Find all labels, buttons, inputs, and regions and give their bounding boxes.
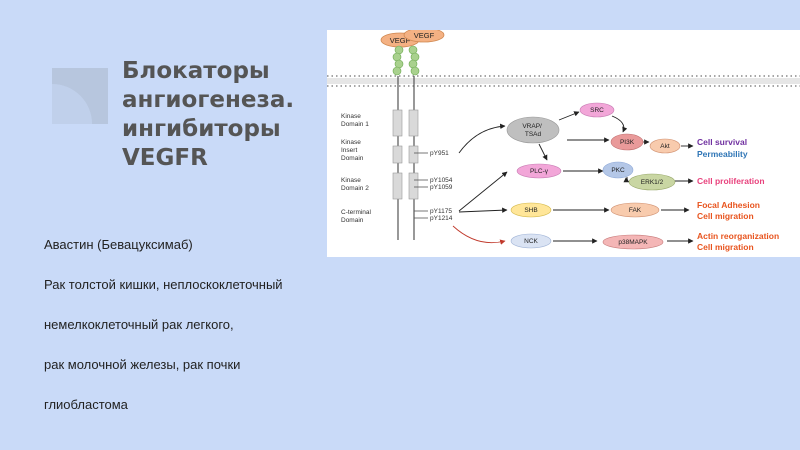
domain-label-part: C-terminal	[341, 209, 372, 216]
node-label: PI3K	[620, 139, 635, 146]
body-line: рак молочной железы, рак почки	[44, 357, 241, 372]
domain-label: C-terminal Domain	[341, 209, 373, 224]
outcome-actin: Actin reorganization	[697, 231, 779, 241]
node-shb: SHB	[510, 202, 552, 218]
vegfr-signaling-diagram: VEGF VEGF Kinase Domain 1 Kinase Insert	[327, 30, 800, 257]
phospho-site: pY951	[430, 150, 449, 157]
node-label: Akt	[660, 143, 670, 150]
title-line: Блокаторы	[122, 58, 270, 84]
node-label: PKC	[611, 167, 625, 174]
node-akt: Akt	[649, 138, 681, 154]
diagram-svg: VEGF VEGF Kinase Domain 1 Kinase Insert	[327, 30, 800, 252]
receptor-extracellular-domains	[392, 45, 420, 76]
node-nck: NCK	[510, 233, 552, 249]
pathway-arrows	[452, 111, 694, 245]
quarter-circle-decoration	[52, 68, 108, 124]
domain-label: Kinase Insert Domain	[341, 139, 364, 162]
phospho-site: pY1175	[430, 208, 452, 215]
body-line: немелкоклеточный рак легкого,	[44, 317, 234, 332]
vegf-ligand-right: VEGF	[403, 30, 445, 43]
node-label: SRC	[590, 107, 604, 114]
node-label: ERK1/2	[641, 179, 664, 186]
domain-label: Kinase Domain 1	[341, 113, 369, 128]
node-label-part: VRAP/	[522, 123, 542, 130]
outcome-labels: Cell survival Permeability Cell prolifer…	[697, 137, 779, 252]
node-label: SHB	[524, 207, 537, 214]
outcome-permeability: Permeability	[697, 149, 748, 159]
slide-title: Блокаторы ангиогенеза. ингибиторы VEGFR	[122, 57, 322, 173]
title-line: ангиогенеза.	[122, 87, 295, 113]
node-label: FAK	[629, 207, 642, 214]
node-plcg: PLC-γ	[516, 163, 562, 179]
domain-labels: Kinase Domain 1 Kinase Insert Domain Kin…	[341, 113, 373, 224]
phospho-site: pY1214	[430, 215, 453, 222]
node-label: PLC-γ	[530, 168, 549, 175]
domain-label-part: Domain	[341, 155, 364, 162]
outcome-survival: Cell survival	[697, 137, 747, 147]
domain-label-part: Domain 2	[341, 185, 369, 192]
outcome-migration: Cell migration	[697, 242, 754, 252]
node-src: SRC	[579, 102, 615, 118]
title-line: VEGFR	[122, 145, 208, 171]
node-p38: p38MAPK	[602, 234, 664, 250]
domain-label-part: Domain	[341, 217, 364, 224]
domain-label-part: Insert	[341, 147, 357, 154]
body-line: Рак толстой кишки, неплоскоклеточный	[44, 277, 283, 292]
domain-label-part: Domain 1	[341, 121, 369, 128]
node-label: p38MAPK	[618, 239, 648, 246]
domain-label-part: Kinase	[341, 139, 361, 146]
phospho-site: pY1059	[430, 184, 453, 191]
signaling-nodes: SRC VRAP/ TSAd PI3K Akt PLC-γ PKC ERK1	[506, 102, 681, 250]
node-label: NCK	[524, 238, 538, 245]
domain-label: Kinase Domain 2	[341, 177, 369, 192]
domain-label-part: Kinase	[341, 177, 361, 184]
body-line: Авастин (Бевацуксимаб)	[44, 237, 193, 252]
phospho-site: pY1054	[430, 177, 453, 184]
outcome-focal-adhesion: Focal Adhesion	[697, 200, 760, 210]
node-pi3k: PI3K	[610, 133, 644, 151]
body-line: глиобластома	[44, 397, 128, 412]
cell-membrane	[327, 75, 800, 87]
phospho-site-labels: pY951 pY1054 pY1059 pY1175 pY1214	[414, 150, 453, 222]
node-vrap: VRAP/ TSAd	[506, 116, 560, 144]
ligand-label: VEGF	[390, 36, 411, 45]
node-fak: FAK	[610, 202, 660, 218]
receptor-intracellular	[392, 76, 419, 240]
node-label-part: TSAd	[525, 131, 542, 138]
slide-body: Авастин (Бевацуксимаб) Рак толстой кишки…	[44, 235, 324, 415]
ligand-label: VEGF	[414, 31, 435, 40]
title-line: ингибиторы	[122, 116, 281, 142]
domain-label-part: Kinase	[341, 113, 361, 120]
node-erk: ERK1/2	[628, 173, 676, 191]
outcome-migration: Cell migration	[697, 211, 754, 221]
node-pkc: PKC	[602, 161, 634, 179]
node-label: VRAP/ TSAd	[522, 123, 543, 138]
outcome-proliferation: Cell proliferation	[697, 176, 765, 186]
